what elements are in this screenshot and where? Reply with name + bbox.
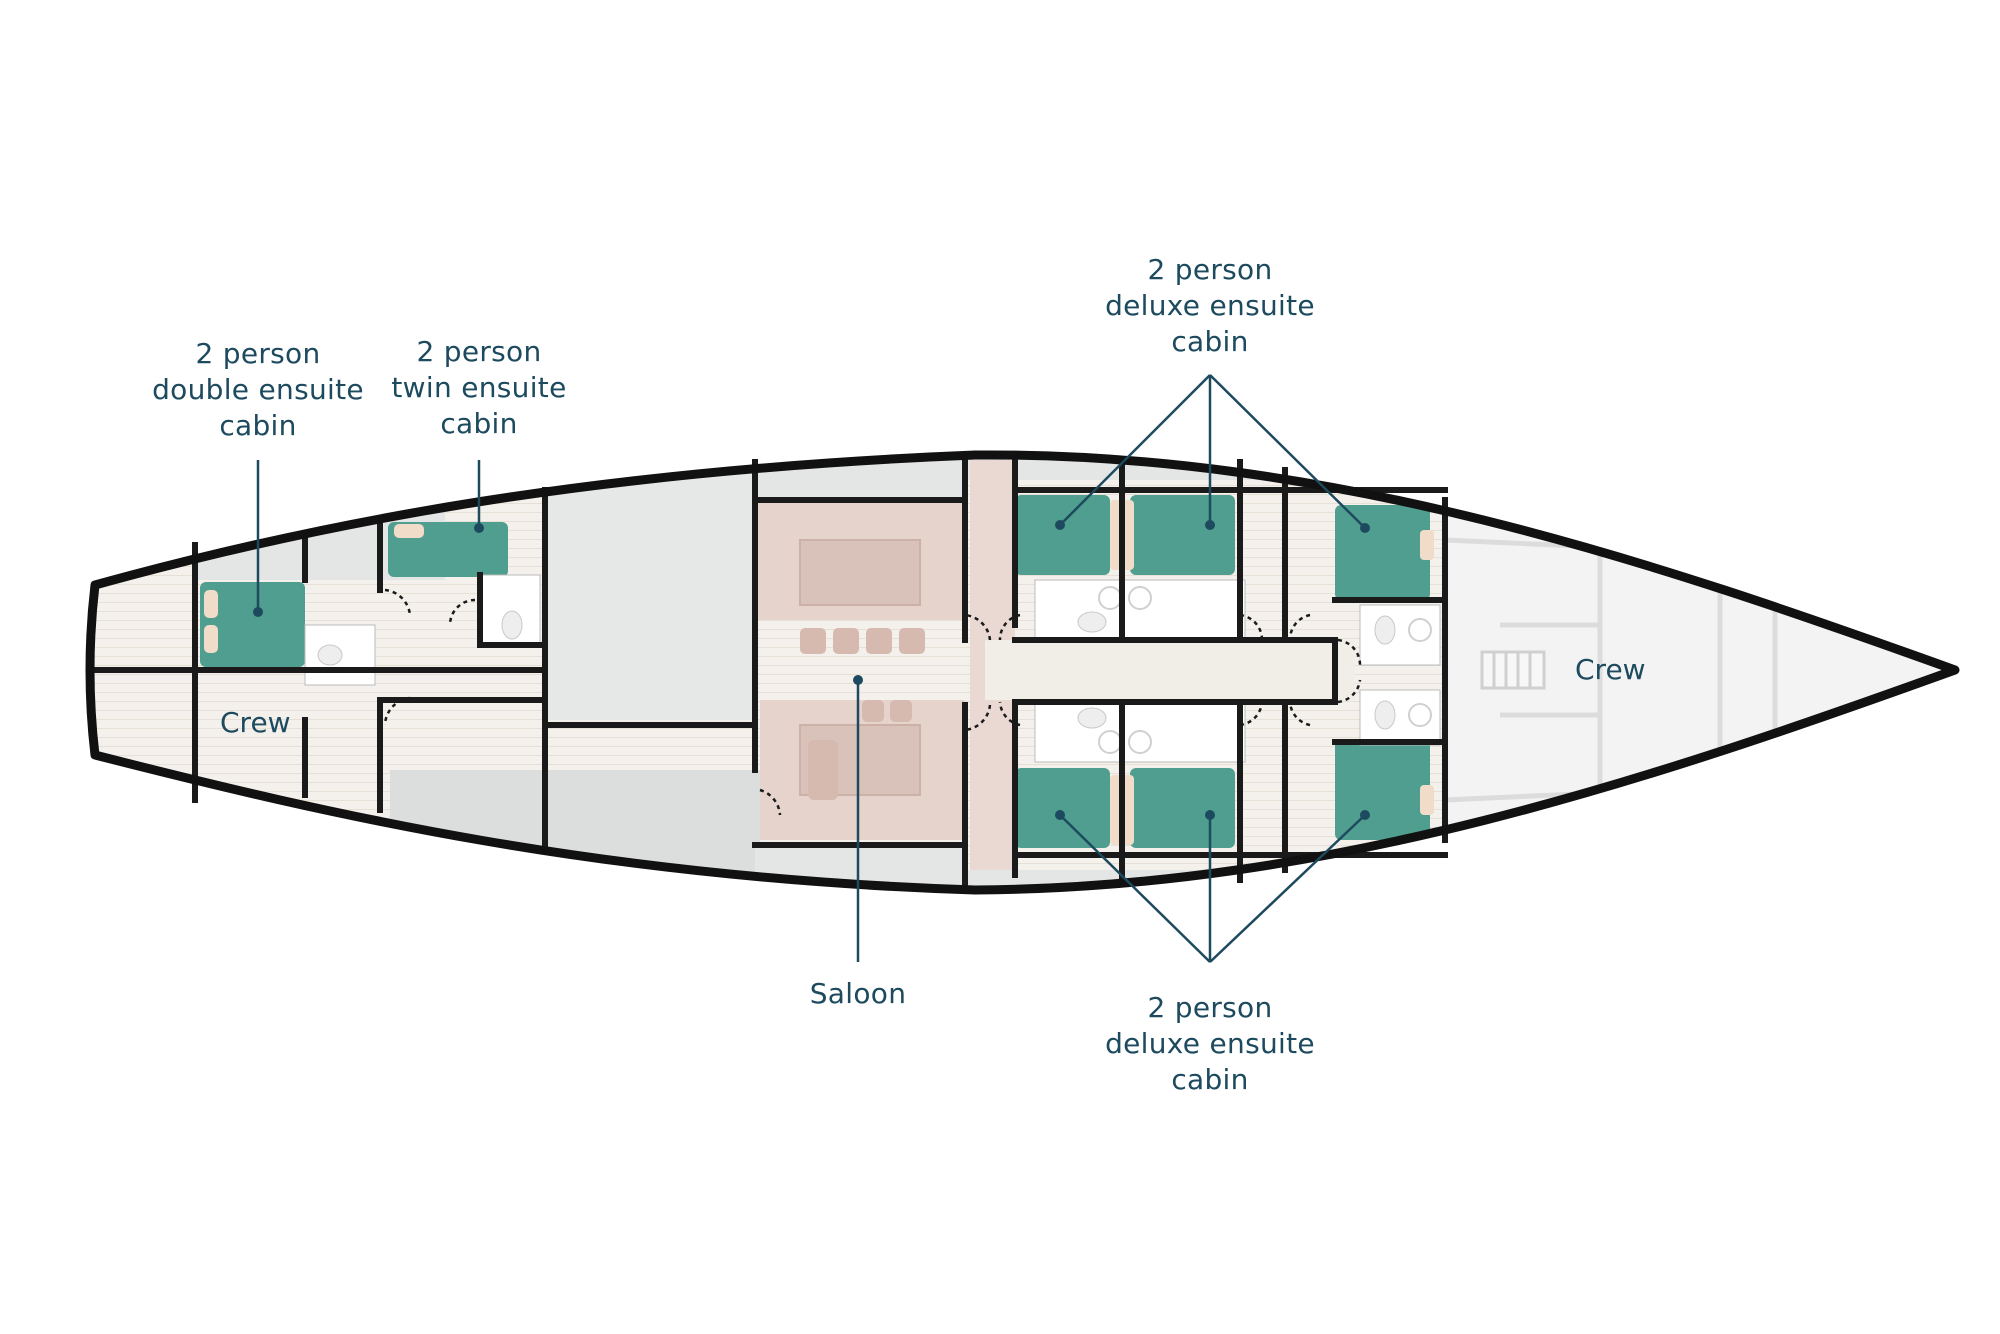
deluxe-cabin-bed-1 xyxy=(1015,495,1110,575)
leader-dots xyxy=(253,520,1370,820)
storage-room xyxy=(545,454,755,720)
double-cabin-label: 2 person double ensuite cabin xyxy=(152,337,364,442)
double-cabin-bed xyxy=(200,582,305,667)
hull-interior xyxy=(90,454,1955,890)
twin-cabin-label: 2 person twin ensuite cabin xyxy=(391,335,567,440)
deluxe-cabin-bed-3 xyxy=(1335,505,1430,600)
leader-lines xyxy=(256,374,1366,963)
deluxe-cabin-top-label: 2 person deluxe ensuite cabin xyxy=(1105,253,1315,358)
deluxe-cabin-bed-2 xyxy=(1130,495,1235,575)
saloon-label: Saloon xyxy=(809,977,907,1010)
hull-outline xyxy=(85,450,1960,895)
interior-walls xyxy=(92,452,1448,888)
deluxe-cabin-bed-4 xyxy=(1015,768,1110,848)
deluxe-cabin-bed-6 xyxy=(1335,740,1430,840)
deluxe-cabin-bed-5 xyxy=(1130,768,1235,848)
crew-right-label: Crew xyxy=(1575,653,1646,686)
crew-left-label: Crew xyxy=(220,706,291,739)
door-swings xyxy=(383,588,1362,816)
deluxe-cabin-bottom-label: 2 person deluxe ensuite cabin xyxy=(1105,991,1315,1096)
